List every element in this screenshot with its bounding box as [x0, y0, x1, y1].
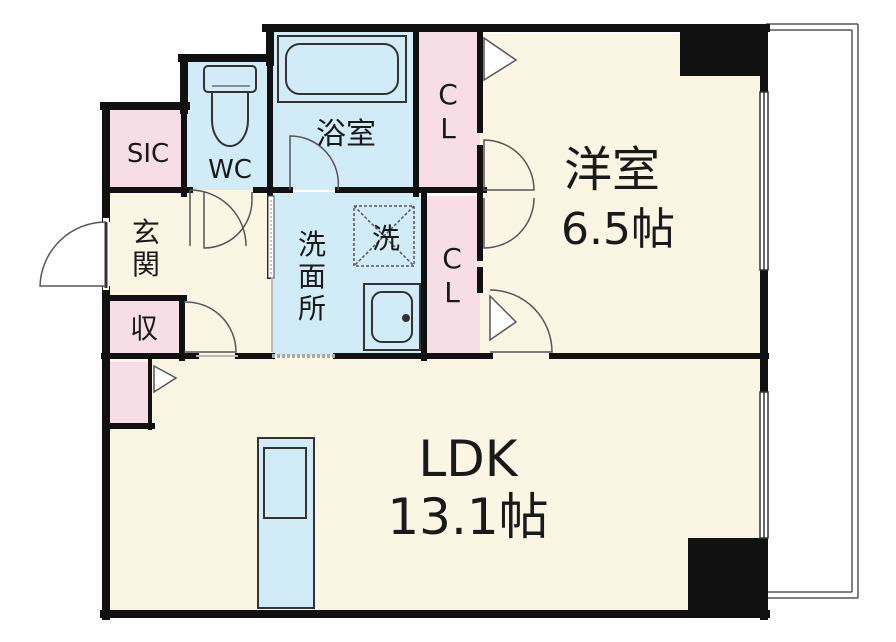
washer-pan-icon [353, 205, 415, 267]
closet-upper-c: C [438, 78, 458, 111]
washroom-label-3: 所 [298, 292, 326, 325]
column-top-right [680, 24, 768, 76]
entrance-label-2: 関 [132, 248, 160, 281]
wc-label: WC [208, 155, 252, 185]
door-swing-icon [183, 301, 237, 353]
door-swing-icon [489, 289, 553, 353]
bath-label: 浴室 [316, 117, 376, 152]
wash-basin-icon [363, 283, 421, 351]
door-swing-icon [483, 197, 535, 249]
closet-upper-floor [416, 30, 480, 190]
kitchen-counter-icon [257, 437, 315, 609]
bathtub-icon [277, 35, 407, 103]
ldk-storage-floor [106, 362, 150, 424]
sic-label: SIC [127, 139, 169, 169]
western-room-name: 洋室 [564, 142, 660, 198]
entrance-label-1: 玄 [132, 216, 160, 249]
room-labels: SIC WC 浴室 C L 洋室 6.5帖 玄 関 洗 面 所 洗 C L 収 … [127, 78, 675, 546]
door-swing-icon [489, 294, 518, 342]
storage-label: 収 [130, 312, 158, 345]
washer-label: 洗 [372, 222, 400, 255]
closet-lower-floor [424, 196, 480, 356]
toilet-icon [203, 65, 257, 147]
ldk-floor [106, 356, 762, 612]
doors [39, 36, 553, 394]
door-swing-icon [39, 218, 109, 290]
door-swing-icon [189, 189, 247, 247]
ldk-size: 13.1帖 [387, 488, 548, 546]
closet-lower-c: C [442, 242, 462, 275]
balcony [766, 23, 859, 599]
door-swing-icon [483, 139, 535, 191]
windows [759, 91, 769, 539]
door-swing-icon [153, 364, 178, 394]
walls [100, 24, 770, 620]
door-swing-icon [203, 192, 253, 249]
closet-lower-l: L [444, 276, 460, 309]
ldk-name: LDK [418, 430, 518, 488]
door-swing-icon [483, 36, 518, 82]
storage-floor [106, 300, 182, 356]
column-bottom-right [688, 538, 768, 616]
washroom-label-2: 面 [298, 260, 326, 293]
sic-floor [106, 108, 184, 190]
western-room-size: 6.5帖 [561, 204, 675, 255]
washroom-label-1: 洗 [298, 228, 326, 261]
door-swing-icon [289, 135, 340, 191]
floor-fills [106, 30, 762, 612]
closet-upper-l: L [440, 112, 456, 145]
